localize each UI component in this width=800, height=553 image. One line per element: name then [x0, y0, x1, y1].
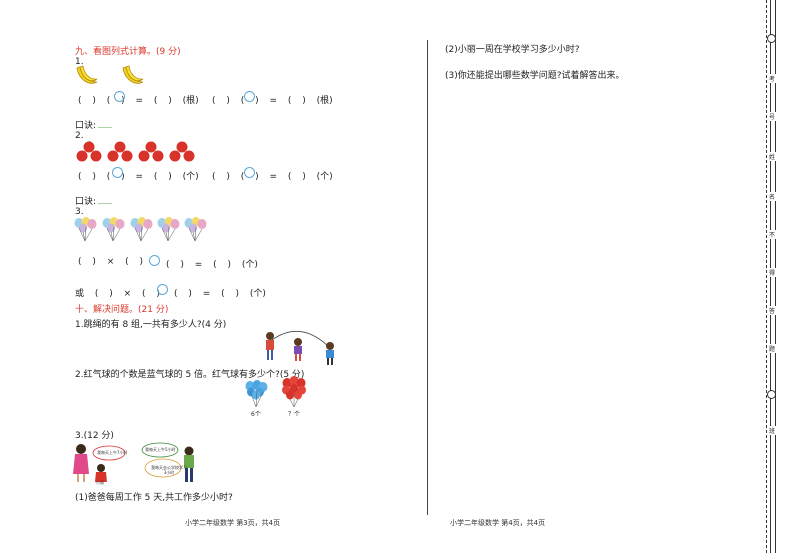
equation-text: ( ) ( ) = ( ) (个) — [78, 172, 199, 182]
answer-blank[interactable] — [98, 196, 113, 204]
problem-1: 1.跳绳的有 8 组,一共有多少人?(4 分) — [75, 320, 227, 330]
apples-icon — [138, 141, 164, 162]
equation-3b-right: ( ) = ( ) (个) — [174, 289, 266, 299]
operator-circle[interactable] — [157, 284, 168, 295]
binding-char: 不 — [768, 230, 776, 239]
binding-dashed-line — [766, 0, 767, 553]
balloons-icon — [74, 217, 97, 242]
girl-name-label: 小丽 — [96, 480, 104, 485]
family-illustration — [73, 442, 194, 482]
operator-circle[interactable] — [114, 91, 125, 102]
page-footer-left: 小学二年级数学 第3页，共4页 — [185, 519, 281, 527]
section-9-title: 九、看图列式计算。(9 分) — [75, 47, 181, 57]
equation-1b: ( ) ( ) = ( ) (根) — [212, 91, 333, 106]
equation-1a: ( ) ( ) = ( ) (根) — [78, 91, 199, 106]
question-number: 3. — [75, 207, 84, 217]
operator-circle[interactable] — [149, 255, 160, 266]
operator-circle[interactable] — [112, 167, 123, 178]
equation-text: ( ) ( ) = ( ) (个) — [212, 172, 333, 182]
binding-char: 名 — [768, 192, 776, 201]
red-balloons-icon — [282, 376, 306, 408]
speech-bubble-2: 我每天上午5小时 — [145, 447, 176, 452]
apples-icon — [169, 141, 195, 162]
apples-icon — [107, 141, 133, 162]
equation-3a-left: ( ) × ( ) — [78, 257, 144, 267]
oral-label: 口诀: — [75, 121, 97, 131]
binding-hole-icon — [767, 390, 776, 399]
equation-2a: ( ) ( ) = ( ) (个) — [78, 167, 199, 182]
apples-icon — [76, 141, 102, 162]
question-number: 2. — [75, 131, 84, 141]
equation-text: ( ) ( ) = ( ) (根) — [212, 96, 333, 106]
page-divider — [427, 40, 428, 515]
balloons-icon — [130, 217, 153, 242]
blue-balloons-icon — [245, 380, 268, 408]
operator-circle[interactable] — [244, 91, 255, 102]
problem-3-sub-1: (1)爸爸每周工作 5 天,共工作多少小时? — [75, 493, 233, 503]
operator-circle[interactable] — [244, 167, 255, 178]
problem-3: 3.(12 分) — [75, 431, 114, 441]
oral-formula-1: 口诀: — [75, 118, 113, 131]
balloons-icon — [157, 217, 180, 242]
problem-3-sub-2: (2)小丽一周在学校学习多少小时? — [445, 45, 580, 55]
binding-char: 姓 — [768, 152, 776, 161]
question-number: 1. — [75, 57, 84, 67]
oral-label: 口诀: — [75, 197, 97, 207]
page-footer-right: 小学二年级数学 第4页，共4页 — [450, 519, 546, 527]
binding-char: 得 — [768, 268, 776, 277]
blue-balloon-count: 6个 — [251, 411, 261, 418]
banana-icon — [76, 65, 98, 84]
red-balloon-count: ？个 — [288, 411, 301, 418]
balloons-icon — [184, 217, 207, 242]
problem-2: 2.红气球的个数是蓝气球的 5 倍。红气球有多少个?(5 分) — [75, 370, 305, 380]
binding-char: 考 — [768, 74, 776, 83]
balloons-icon — [102, 217, 125, 242]
equation-text: ( ) ( ) = ( ) (根) — [78, 96, 199, 106]
speech-bubble-1: 我每天上午7小时 — [97, 450, 128, 455]
binding-hole-icon — [767, 34, 776, 43]
binding-char: 题 — [768, 344, 776, 353]
equation-3a-right: ( ) = ( ) (个) — [166, 260, 258, 270]
binding-char: 号 — [768, 112, 776, 121]
oral-formula-2: 口诀: — [75, 194, 113, 207]
equation-2b: ( ) ( ) = ( ) (个) — [212, 167, 333, 182]
answer-blank[interactable] — [98, 120, 113, 128]
speech-bubble-3: 我每天去公学校学习3小时 — [151, 465, 187, 475]
binding-strip: 考 号 姓 名 不 得 答 题 班 — [758, 0, 800, 553]
equation-3b-left: 或 ( ) × ( ) — [75, 289, 160, 299]
jump-rope-illustration — [266, 330, 334, 365]
binding-char: 答 — [768, 306, 776, 315]
binding-char: 班 — [768, 426, 776, 435]
problem-3-sub-3: (3)你还能提出哪些数学问题?试着解答出来。 — [445, 71, 625, 81]
banana-icon — [122, 65, 144, 84]
section-10-title: 十、解决问题。(21 分) — [75, 305, 169, 315]
